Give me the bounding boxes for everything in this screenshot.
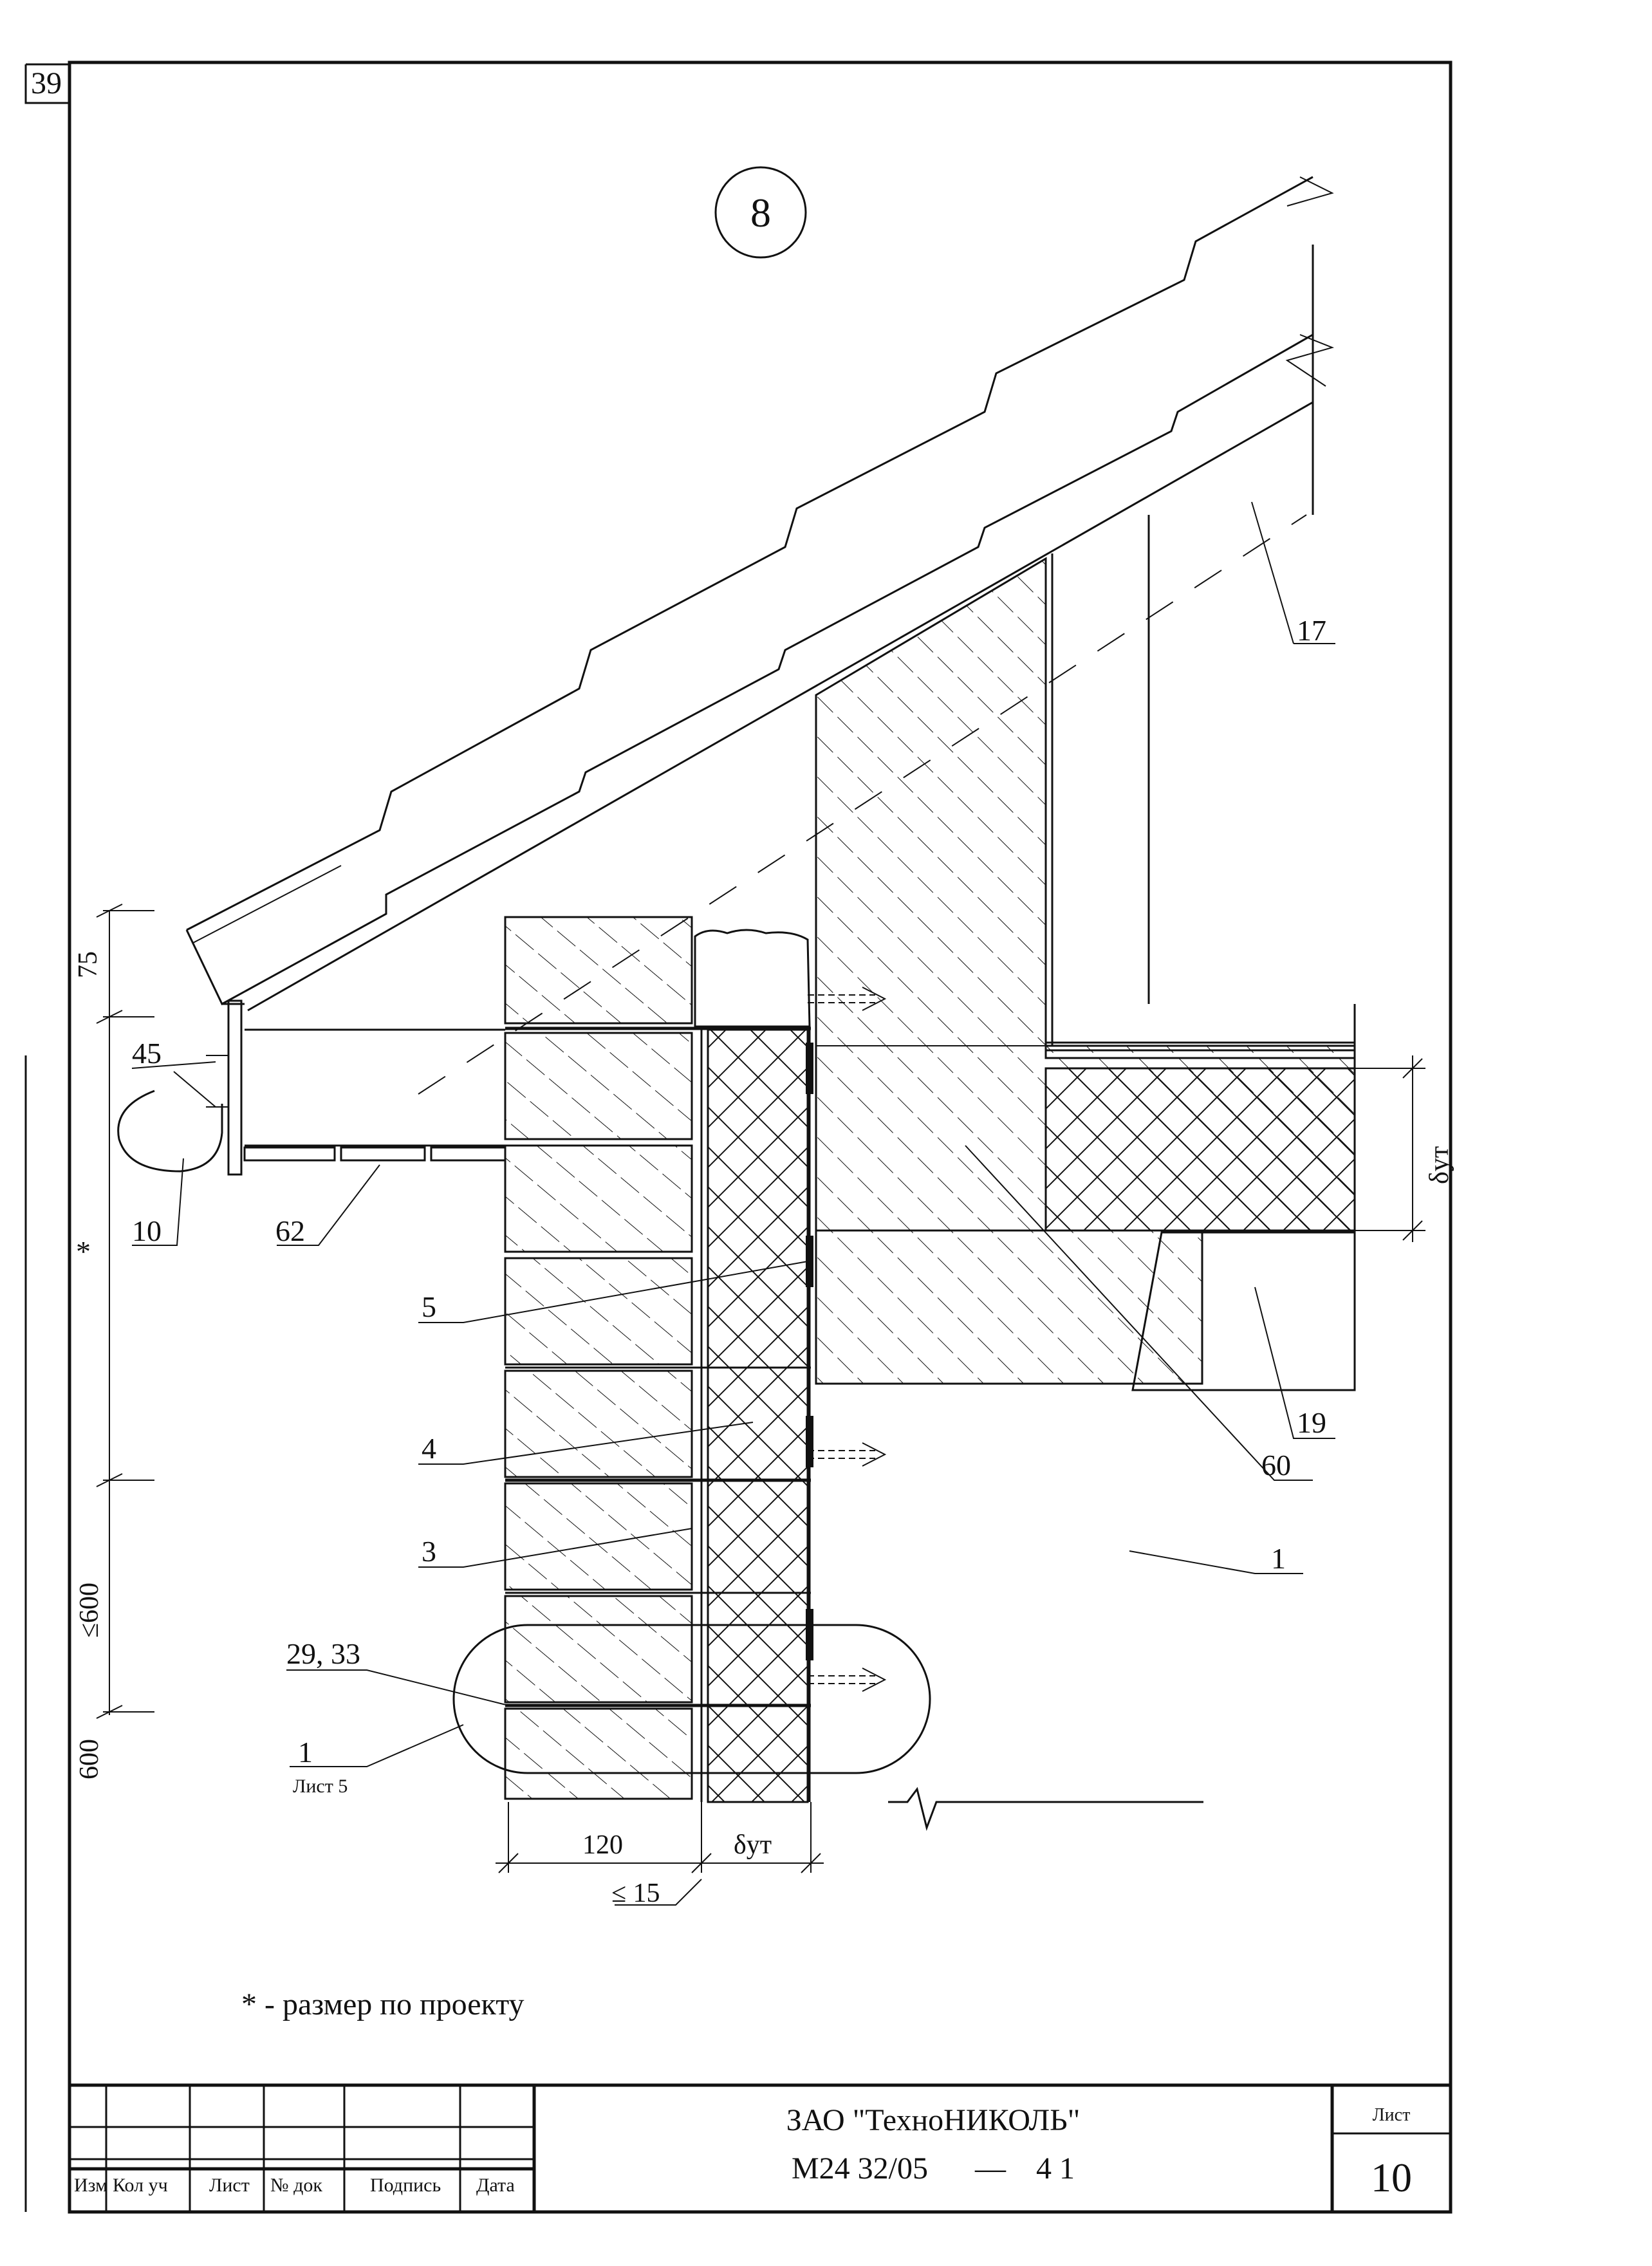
brick-facing [504, 916, 693, 1800]
callout-17: 17 [1297, 614, 1326, 647]
callout-1-ref: 1 [298, 1736, 313, 1769]
wall-insulation [700, 1028, 811, 1803]
gutter [117, 1055, 228, 1173]
callout-45: 45 [132, 1037, 162, 1070]
sheet-number: 10 [1371, 2155, 1412, 2200]
title-block [70, 2083, 1451, 2212]
title-col-izm: Изм [74, 2175, 107, 2196]
document-code: М24 32/05 [792, 2151, 928, 2186]
eave-soffit [227, 999, 506, 1176]
callout-19: 19 [1297, 1406, 1326, 1439]
callout-5: 5 [422, 1290, 436, 1323]
callout-29-33: 29, 33 [286, 1637, 360, 1670]
repeat-detail-outline [452, 1624, 931, 1774]
dimension-delta-floor: δут [1425, 1146, 1454, 1184]
callout-60: 60 [1261, 1449, 1291, 1481]
dimension-le15: ≤ 15 [611, 1879, 660, 1908]
wall-membrane [806, 1043, 813, 1660]
dimension-star: * [76, 1235, 91, 1268]
callout-4: 4 [422, 1432, 436, 1465]
sheet-corner-number: 39 [31, 66, 62, 100]
dimension-le600: ≤600 [75, 1583, 104, 1638]
document-suffix: 4 1 [1036, 2151, 1075, 2186]
roof-covering [185, 176, 1335, 1012]
detail-number: 8 [750, 190, 771, 236]
callout-3: 3 [422, 1535, 436, 1568]
callout-62: 62 [275, 1214, 305, 1247]
document-dash: — [974, 2151, 1007, 2186]
sheet-label: Лист [1373, 2105, 1411, 2125]
dimension-120: 120 [582, 1830, 623, 1860]
company-name: ЗАО "ТехноНИКОЛЬ" [786, 2103, 1081, 2137]
anchors [808, 987, 887, 1692]
title-col-podpis: Подпись [370, 2175, 441, 2196]
break-line [888, 1787, 1203, 1832]
dimension-75: 75 [73, 951, 103, 978]
leader-lines [131, 501, 1335, 1767]
sheet-frame [24, 60, 1452, 2214]
concrete-wall [815, 557, 1356, 1391]
dimension-delta-wall: δут [734, 1830, 772, 1860]
title-col-data: Дата [476, 2175, 515, 2196]
dimension-600: 600 [75, 1739, 104, 1779]
floor-insulation [1044, 1004, 1356, 1232]
title-col-no-dok: № док [270, 2175, 322, 2196]
callout-1-ref-sheet: Лист 5 [293, 1776, 348, 1797]
detail-marker [714, 166, 807, 259]
mortar-joints [505, 1026, 811, 1707]
callout-1: 1 [1271, 1542, 1286, 1575]
title-col-kol-uch: Кол уч [113, 2175, 168, 2196]
callout-10: 10 [132, 1214, 162, 1247]
title-col-list: Лист [209, 2175, 250, 2196]
dimension-lines [96, 904, 1425, 1906]
footnote: * - размер по проекту [241, 1987, 524, 2021]
mortar-fill [694, 929, 811, 1028]
